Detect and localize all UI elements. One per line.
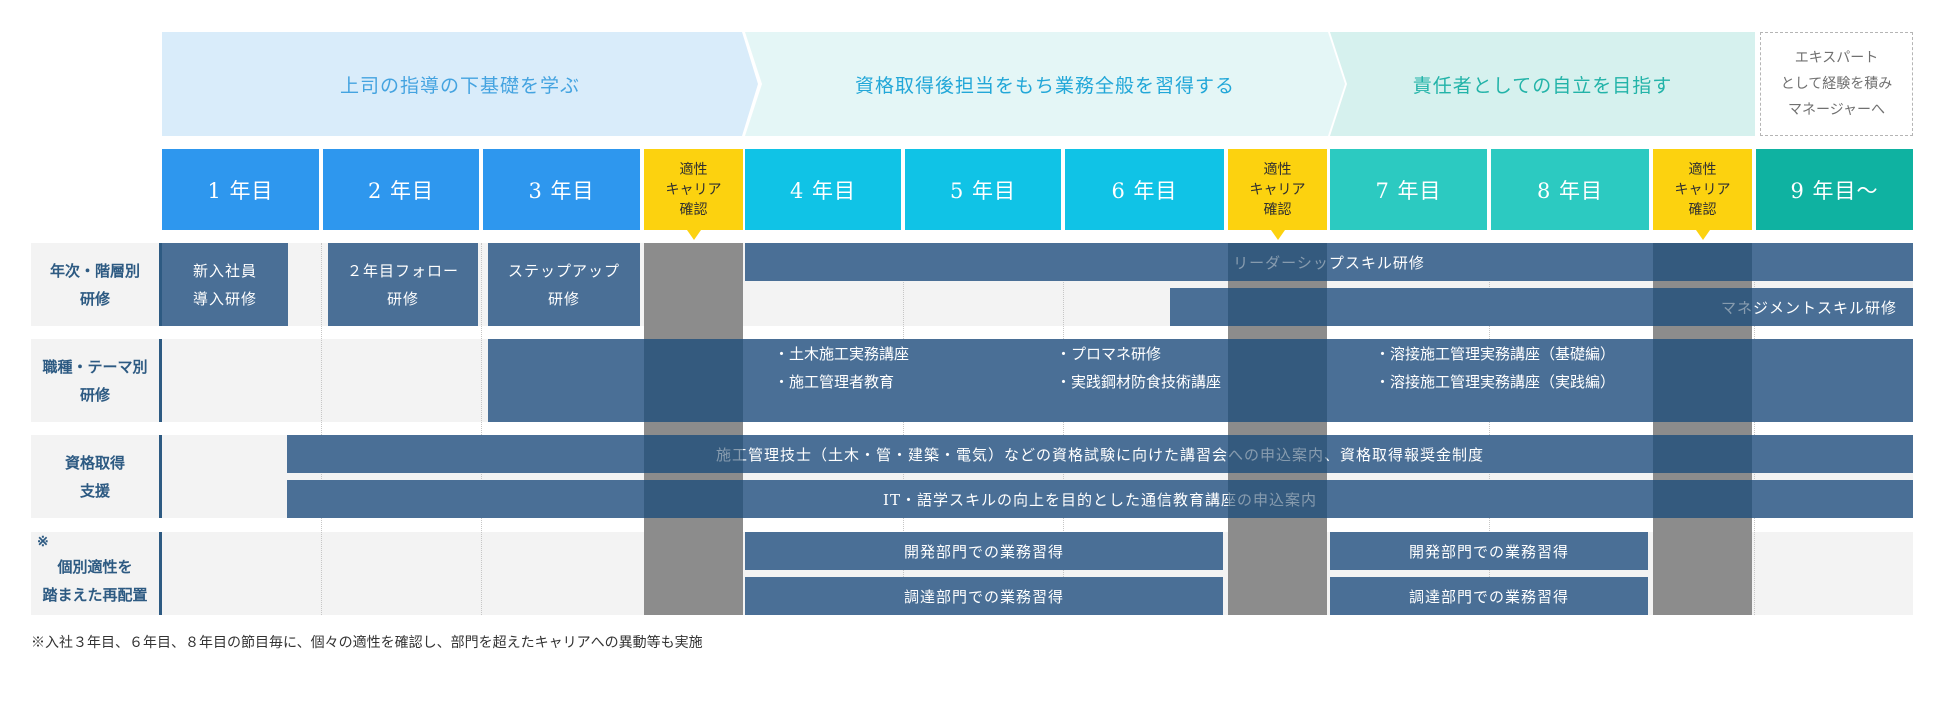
column-divider: [321, 243, 322, 615]
phase-expert: エキスパート として経験を積み マネージャーへ: [1760, 32, 1913, 136]
theme-item: ・実践鋼材防食技術講座: [1056, 373, 1222, 391]
column-divider: [1754, 243, 1755, 615]
row-label-certification: 資格取得 支援: [31, 435, 162, 518]
aptitude-overlap: [644, 480, 743, 518]
aptitude-overlap: [1653, 288, 1752, 326]
year-5-header: 5 年目: [905, 149, 1061, 230]
theme-item: ・施工管理者教育: [774, 373, 895, 391]
year-2-header: 2 年目: [323, 149, 479, 230]
aptitude-overlap: [1228, 480, 1327, 518]
phase-master-business: 資格取得後担当をもち業務全般を習得する: [745, 32, 1345, 136]
aptitude-overlap: [1228, 243, 1327, 281]
aptitude-overlap: [1228, 435, 1327, 473]
year-7-header: 7 年目: [1330, 149, 1487, 230]
aptitude-overlap: [1653, 243, 1752, 281]
rotation-proc-2: 調達部門での業務習得: [1330, 577, 1648, 615]
column-divider: [1489, 243, 1490, 615]
aptitude-check-1: 適性 キャリア 確認: [644, 149, 743, 240]
step-up-training: ステップアップ 研修: [488, 243, 640, 326]
theme-item: ・溶接施工管理実務講座（基礎編）: [1375, 345, 1616, 363]
phase-independence: 責任者としての自立を目指す: [1330, 32, 1755, 136]
column-divider: [903, 243, 904, 615]
aptitude-overlap: [1228, 288, 1327, 326]
year-9-header: 9 年目～: [1756, 149, 1913, 230]
year-8-header: 8 年目: [1491, 149, 1649, 230]
correspondence-course-support: IT・語学スキルの向上を目的とした通信教育講座の申込案内: [287, 480, 1913, 518]
row-label-reassignment: 個別適性を 踏まえた再配置: [31, 532, 162, 615]
year-1-header: 1 年目: [162, 149, 319, 230]
reference-mark: ※: [37, 534, 49, 550]
year-6-header: 6 年目: [1065, 149, 1224, 230]
rotation-dev-1: 開発部門での業務習得: [745, 532, 1223, 570]
year-4-header: 4 年目: [745, 149, 901, 230]
row-label-grade-training: 年次・階層別 研修: [31, 243, 162, 326]
theme-training-list: ・土木施工実務講座 ・施工管理者教育 ・プロマネ研修 ・実践鋼材防食技術講座 ・…: [760, 340, 1710, 418]
footnote: ※入社３年目、６年目、８年目の節目毎に、個々の適性を確認し、部門を超えたキャリア…: [31, 635, 703, 651]
rotation-dev-2: 開発部門での業務習得: [1330, 532, 1648, 570]
aptitude-check-3: 適性 キャリア 確認: [1653, 149, 1752, 240]
theme-item: ・プロマネ研修: [1056, 345, 1162, 363]
rotation-proc-1: 調達部門での業務習得: [745, 577, 1223, 615]
theme-item: ・溶接施工管理実務講座（実践編）: [1375, 373, 1616, 391]
certification-exam-support: 施工管理技士（土木・管・建築・電気）などの資格試験に向けた講習会への申込案内、資…: [287, 435, 1913, 473]
aptitude-column-1: [644, 243, 743, 615]
aptitude-overlap: [1653, 435, 1752, 473]
phase-basics: 上司の指導の下基礎を学ぶ: [162, 32, 758, 136]
aptitude-overlap: [644, 339, 743, 422]
year-3-header: 3 年目: [483, 149, 640, 230]
aptitude-check-2: 適性 キャリア 確認: [1228, 149, 1327, 240]
aptitude-overlap: [644, 435, 743, 473]
aptitude-overlap: [1228, 339, 1327, 422]
aptitude-overlap: [1653, 339, 1752, 422]
column-divider: [481, 243, 482, 615]
aptitude-overlap: [1653, 480, 1752, 518]
theme-item: ・土木施工実務講座: [774, 345, 910, 363]
second-year-follow-training: ２年目フォロー 研修: [328, 243, 478, 326]
new-hire-training: 新入社員 導入研修: [162, 243, 288, 326]
row-label-theme-training: 職種・テーマ別 研修: [31, 339, 162, 422]
column-divider: [1063, 243, 1064, 615]
